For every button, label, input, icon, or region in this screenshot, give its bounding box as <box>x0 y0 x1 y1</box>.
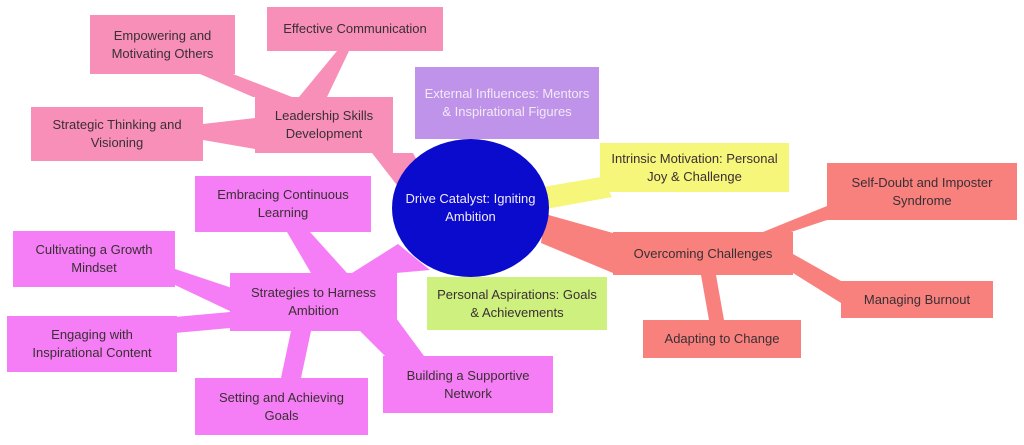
node-embracing-continuous-learning: Embracing Continuous Learning <box>195 176 371 232</box>
node-cultivating-growth-mindset: Cultivating a Growth Mindset <box>13 231 175 287</box>
edge-overcoming-adapting <box>701 275 724 320</box>
edge-engaging-strategies <box>175 312 230 333</box>
node-selfdoubt-imposter-syndrome: Self-Doubt and Imposter Syndrome <box>827 163 1017 220</box>
node-empowering-motivating-others: Empowering and Motivating Others <box>90 15 235 74</box>
edge-cultivating-strategies <box>175 269 232 312</box>
node-engaging-inspirational-content: Engaging with Inspirational Content <box>7 316 177 372</box>
edge-center-intrinsic <box>535 177 612 211</box>
edge-embracing-strategies <box>287 232 347 273</box>
edge-strategies-center <box>352 244 430 273</box>
node-adapting-to-change: Adapting to Change <box>643 320 801 358</box>
edge-overcoming-selfdoubt <box>763 206 827 232</box>
center-node-label: Drive Catalyst: Igniting Ambition <box>405 190 536 224</box>
node-setting-achieving-goals: Setting and Achieving Goals <box>195 378 368 435</box>
edge-center-overcoming <box>541 214 613 273</box>
edge-effective-leadership <box>299 51 349 97</box>
node-leadership-skills-development: Leadership Skills Development <box>255 97 393 153</box>
node-building-supportive-network: Building a Supportive Network <box>383 356 553 413</box>
edge-strategic-leadership <box>203 118 255 149</box>
node-center-drive-catalyst: Drive Catalyst: Igniting Ambition <box>392 139 549 277</box>
edge-empowering-leadership <box>200 74 292 97</box>
node-strategic-thinking-visioning: Strategic Thinking and Visioning <box>31 107 203 161</box>
node-effective-communication: Effective Communication <box>267 7 443 51</box>
edge-overcoming-burnout <box>793 254 841 303</box>
node-managing-burnout: Managing Burnout <box>841 281 993 318</box>
node-external-influences: External Influences: Mentors & Inspirati… <box>415 67 599 139</box>
node-personal-aspirations: Personal Aspirations: Goals & Achievemen… <box>427 277 607 330</box>
node-overcoming-challenges: Overcoming Challenges <box>613 232 793 275</box>
edge-setting-strategies <box>281 331 311 378</box>
node-strategies-harness-ambition: Strategies to Harness Ambition <box>230 273 397 331</box>
node-intrinsic-motivation: Intrinsic Motivation: Personal Joy & Cha… <box>600 143 789 192</box>
